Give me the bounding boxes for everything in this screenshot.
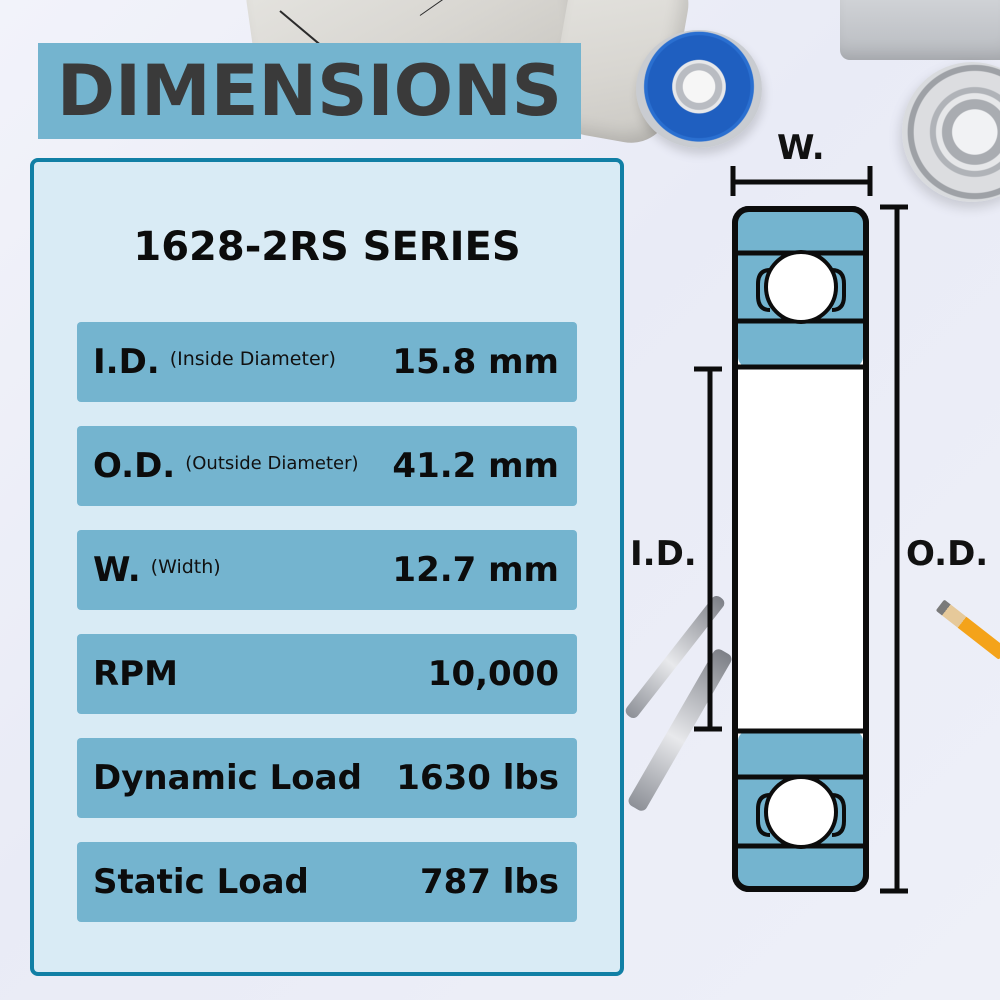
spec-row-static-load: Static Load 787 lbs [77,842,577,922]
spec-label: RPM [93,654,178,694]
width-dimension-line [730,166,873,196]
spec-row-dynamic-load: Dynamic Load 1630 lbs [77,738,577,818]
outer-diameter-label: O.D. [906,534,989,574]
spec-value: 41.2 mm [392,446,559,486]
spec-value: 15.8 mm [392,342,559,382]
spec-label: Dynamic Load [93,758,362,798]
width-label: W. [777,128,825,168]
page-title: DIMENSIONS [56,50,563,132]
metal-block [840,0,1000,60]
top-race [738,212,863,367]
spec-label: O.D. [93,446,176,486]
spec-row-outside-diameter: O.D. (Outside Diameter) 41.2 mm [77,426,577,506]
spec-value: 1630 lbs [396,758,559,798]
bottom-race [738,731,863,886]
bottom-ball [764,775,838,849]
spec-value: 12.7 mm [392,550,559,590]
spec-label: W. [93,550,141,590]
spec-row-rpm: RPM 10,000 [77,634,577,714]
spec-sublabel: (Outside Diameter) [185,453,359,474]
spec-value: 10,000 [427,654,559,694]
inner-diameter-label: I.D. [630,534,697,574]
spec-panel: 1628-2RS SERIES I.D. (Inside Diameter) 1… [30,158,624,976]
open-steel-bearing-photo [902,62,1000,202]
spec-row-width: W. (Width) 12.7 mm [77,530,577,610]
spec-value: 787 lbs [419,862,559,902]
bearing-outline [732,206,869,892]
spec-row-inside-diameter: I.D. (Inside Diameter) 15.8 mm [77,322,577,402]
spec-label: I.D. [93,342,160,382]
pencil [935,599,1000,660]
series-title: 1628-2RS SERIES [133,224,521,270]
spec-sublabel: (Width) [150,556,221,578]
top-ball [764,250,838,324]
spec-label: Static Load [93,862,309,902]
title-banner: DIMENSIONS [38,43,581,139]
compass-tool [626,647,734,813]
spec-sublabel: (Inside Diameter) [169,348,336,370]
outer-diameter-dimension-line [880,204,908,894]
blue-sealed-bearing-photo [636,30,762,148]
